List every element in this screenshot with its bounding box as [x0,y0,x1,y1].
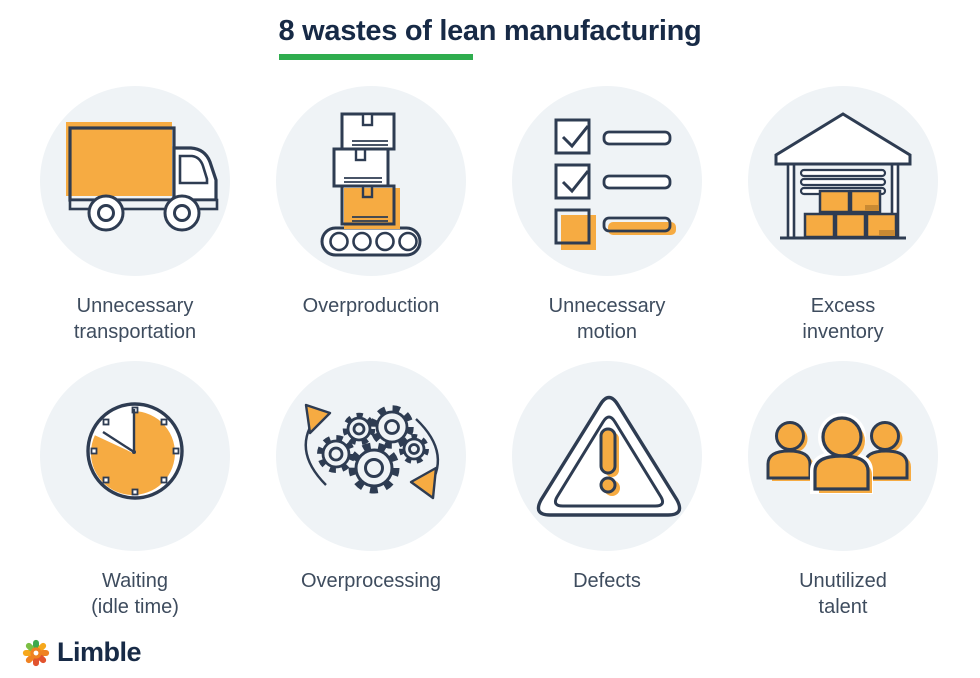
icon-circle [512,361,702,551]
icon-circle [276,361,466,551]
boxes-conveyor-icon [320,112,422,257]
waste-card-excess-inventory: Excess inventory [725,86,961,346]
waste-card-waiting: Waiting (idle time) [17,361,253,621]
truck-icon [66,122,219,232]
header: 8 wastes of lean manufacturing [0,0,980,60]
waste-label: Waiting (idle time) [91,570,179,618]
waste-label: Unnecessary motion [548,295,666,343]
warning-triangle-icon [536,395,682,517]
limble-logo: Limble [21,637,142,668]
icon-circle [748,361,938,551]
checklist-icon [554,118,676,250]
waste-card-unnecessary-transportation: Unnecessary transportation [17,86,253,346]
warehouse-icon [774,112,912,240]
icon-circle [40,361,230,551]
waste-label: Overprocessing [300,570,442,592]
waste-card-unnecessary-motion: Unnecessary motion [489,86,725,346]
limble-logo-text: Limble [57,637,142,667]
waste-label: Defects [573,570,641,592]
people-icon [766,413,911,494]
icon-circle [276,86,466,276]
waste-card-overproduction: Overproduction [253,86,489,346]
waste-card-defects: Defects [489,361,725,621]
waste-label: Excess inventory [802,295,884,343]
icon-circle [40,86,230,276]
clock-icon [86,402,184,500]
waste-label: Unutilized talent [799,570,887,618]
waste-label: Unnecessary transportation [73,295,197,343]
wastes-grid: Unnecessary transportation [17,86,980,621]
icon-circle [512,86,702,276]
gears-icon [304,403,440,500]
limble-gear-icon [22,639,50,666]
title-underline [278,54,473,60]
page-title: 8 wastes of lean manufacturing [278,15,702,47]
waste-card-overprocessing: Overprocessing [253,361,489,621]
waste-label: Overproduction [302,295,440,317]
icon-circle [748,86,938,276]
waste-card-unutilized-talent: Unutilized talent [725,361,961,621]
